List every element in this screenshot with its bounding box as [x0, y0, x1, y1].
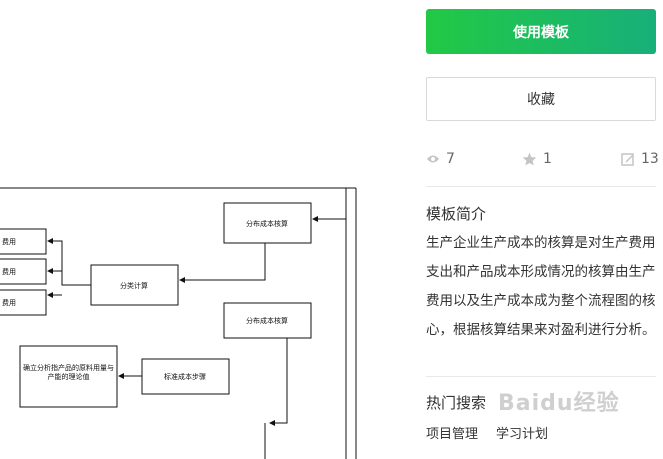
divider-top	[426, 186, 656, 187]
eye-icon	[427, 155, 439, 163]
use-template-button[interactable]: 使用模板	[426, 9, 656, 54]
node-cost-accounting-2[interactable]: 分布成本核算	[223, 302, 312, 339]
node-category-calc-label: 分类计算	[120, 281, 148, 290]
node-standard-cost[interactable]: 标准成本步骤	[141, 358, 230, 395]
views-stat: 7	[426, 151, 455, 167]
hot-tag-study-plan[interactable]: 学习计划	[496, 427, 549, 442]
node-cost-accounting[interactable]: 分布成本核算	[223, 202, 312, 244]
intro-text: 生产企业生产成本的核算是对生产费用支出和产品成本形成情况的核算由生产费用以及生产…	[426, 235, 656, 338]
node-cost-accounting-2-label: 分布成本核算	[246, 316, 288, 325]
node-category-calc[interactable]: 分类计算	[90, 264, 179, 306]
views-count: 7	[446, 151, 455, 167]
node-fee-1-label: 费用	[2, 237, 16, 246]
node-fee-2-label: 费用	[2, 267, 16, 276]
hot-search-title: 热门搜索	[426, 394, 487, 412]
edits-stat: 13	[621, 151, 659, 167]
template-preview: 分布成本核算 分类计算 分布成本核算 标准成本步骤 确立分析指产品的原料用量与产…	[0, 0, 378, 459]
flowchart-diagram: 分布成本核算 分类计算 分布成本核算 标准成本步骤 确立分析指产品的原料用量与产…	[0, 187, 357, 459]
hot-tag-project-management[interactable]: 项目管理	[426, 427, 479, 442]
baidu-watermark: Baidu经验	[498, 391, 620, 416]
node-establish-standard[interactable]: 确立分析指产品的原料用量与产能的理论值	[19, 345, 118, 408]
edit-icon	[621, 153, 634, 166]
stars-count: 1	[543, 151, 552, 167]
node-fee-3[interactable]: 费用	[0, 289, 47, 316]
hot-search-tags: 项目管理 学习计划	[426, 423, 548, 442]
divider-bottom	[426, 376, 656, 377]
node-fee-2[interactable]: 费用	[0, 258, 47, 285]
node-establish-standard-label: 确立分析指产品的原料用量与产能的理论值	[23, 364, 114, 381]
diagram-connectors	[47, 216, 346, 459]
stars-stat: 1	[522, 151, 552, 167]
favorite-button[interactable]: 收藏	[426, 77, 656, 121]
star-icon	[522, 152, 537, 166]
node-standard-cost-label: 标准成本步骤	[164, 372, 206, 381]
node-cost-accounting-label: 分布成本核算	[246, 219, 288, 228]
intro-title: 模板简介	[426, 205, 487, 223]
template-sidebar: 使用模板 收藏 7 1 13 模板简介 生产企业生产成本的核算是对生产费用支出和…	[377, 0, 663, 459]
edits-count: 13	[641, 151, 659, 167]
node-fee-1[interactable]: 费用	[0, 228, 47, 255]
node-fee-3-label: 费用	[2, 298, 16, 307]
